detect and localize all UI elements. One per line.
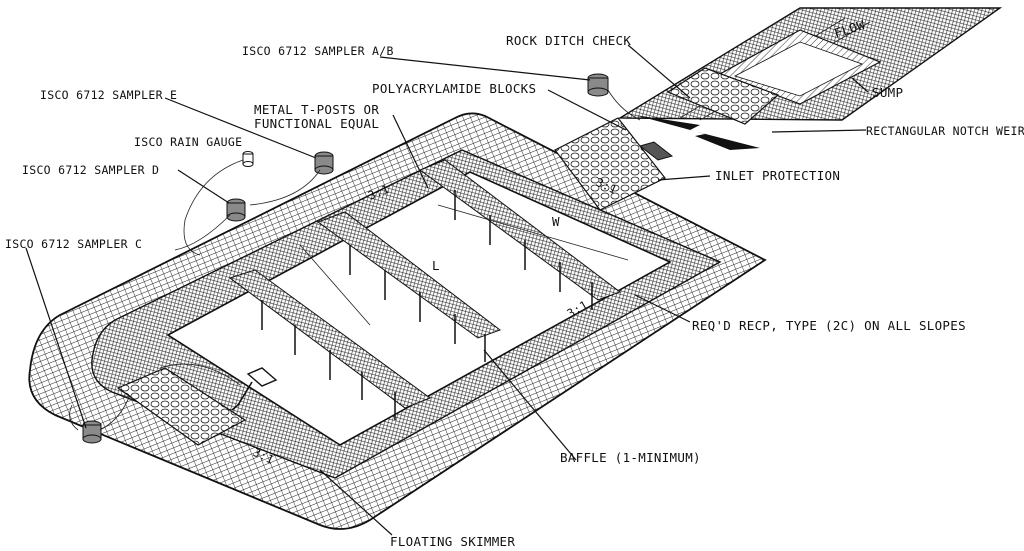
rain-gauge-icon [242, 151, 254, 167]
dim-l-label: L [432, 258, 440, 273]
inlet-protection [554, 117, 666, 211]
label-tposts-line2: FUNCTIONAL EQUAL [254, 116, 379, 131]
polyacrylamide-block-2 [638, 141, 674, 161]
label-sampler-c: ISCO 6712 SAMPLER C [5, 237, 142, 251]
label-sump: SUMP [872, 85, 903, 100]
dim-w-line [437, 204, 629, 261]
sampler-e-icon [314, 151, 334, 175]
label-inlet: INLET PROTECTION [715, 168, 840, 183]
dim-w-label: W [552, 214, 560, 229]
floating-skimmer [231, 367, 278, 411]
label-tposts-line1: METAL T-POSTS OR [254, 102, 379, 117]
inflow-channel [617, 7, 1003, 121]
leader-lines [25, 44, 869, 536]
baffle-1 [228, 269, 432, 409]
sampler-tubing [69, 89, 641, 431]
sampler-ab-icon [587, 73, 609, 97]
label-sampler-d: ISCO 6712 SAMPLER D [22, 163, 159, 177]
sampler-c-icon [82, 420, 102, 444]
t-posts [261, 190, 593, 420]
sediment-basin [28, 112, 767, 530]
weir-arrow [635, 115, 760, 150]
label-rain-gauge: ISCO RAIN GAUGE [134, 135, 242, 149]
dim-l-line [299, 244, 371, 326]
label-baffle: BAFFLE (1-MINIMUM) [560, 450, 701, 465]
label-recp: REQ'D RECP, TYPE (2C) ON ALL SLOPES [692, 318, 966, 333]
label-skimmer: FLOATING SKIMMER [390, 534, 515, 549]
label-sampler-e: ISCO 6712 SAMPLER E [40, 88, 177, 102]
label-sampler-ab: ISCO 6712 SAMPLER A/B [242, 44, 394, 58]
rock-ditch-check [666, 67, 780, 125]
sampler-d-icon [226, 198, 246, 222]
baffle-2 [316, 211, 502, 339]
outlet-rock [116, 367, 247, 446]
baffle-3 [418, 159, 622, 301]
label-weir: RECTANGULAR NOTCH WEIR [866, 124, 1024, 138]
label-rock-ditch: ROCK DITCH CHECK [506, 33, 631, 48]
label-polyacrylamide: POLYACRYLAMIDE BLOCKS [372, 81, 536, 96]
